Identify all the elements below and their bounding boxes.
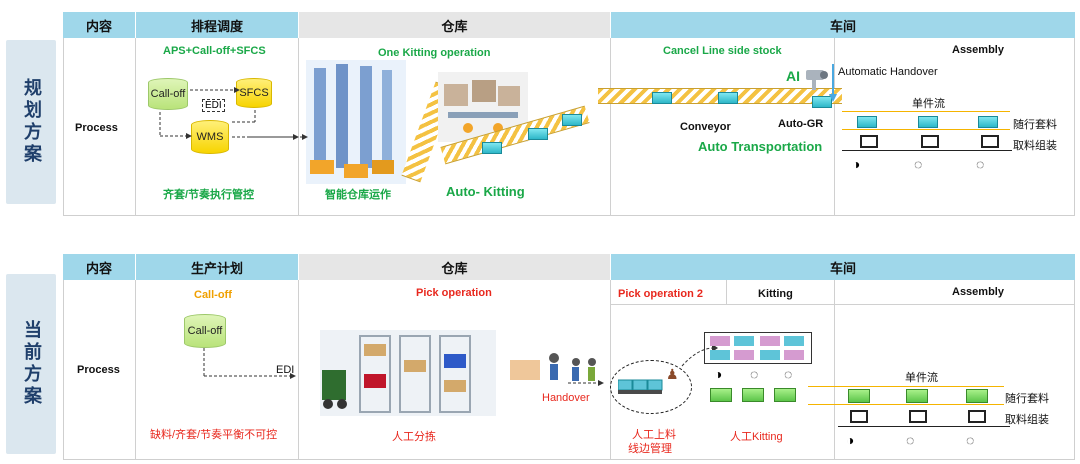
green-tote [966, 389, 988, 403]
top-header-warehouse: 仓库 [299, 12, 610, 38]
bottom-header-plan: 生产计划 [136, 254, 298, 280]
tote [562, 114, 582, 126]
schedule-caption: 齐套/节奏执行管控 [163, 189, 255, 201]
plan-caption: 缺料/齐套/节奏平衡不可控 [150, 429, 278, 441]
top-header-workshop: 车间 [611, 12, 1075, 38]
tote [978, 116, 998, 128]
wms-db: WMS [191, 120, 229, 154]
manual-loading-zone [610, 360, 692, 414]
bottom-process-row [63, 280, 1075, 460]
workstation-monitor-icon [909, 410, 927, 423]
bottom-header-workshop: 车间 [611, 254, 1075, 280]
operator-icon: ◑ [714, 366, 723, 382]
tote [528, 128, 548, 140]
workstation-monitor-icon [860, 135, 878, 148]
single-flow-bottom: 单件流 [905, 372, 938, 384]
auto-gr-label: Auto-GR [778, 118, 824, 130]
current-solution-label: 当前方案 [6, 274, 56, 454]
workstation-monitor-icon [850, 410, 868, 423]
auto-handover-label: Automatic Handover [838, 66, 938, 78]
pick-assemble-bottom: 取料组装 [1005, 414, 1049, 426]
edi-label-current: EDI [276, 364, 295, 376]
green-tote [710, 388, 732, 402]
auto-kitting-caption: Auto- Kitting [446, 184, 525, 199]
handover-scene [510, 353, 596, 381]
manual-load-caption-1: 人工上料 [632, 429, 676, 441]
sfcs-db: SFCS [236, 78, 272, 108]
handover-arrow-current [568, 380, 604, 386]
ai-label: AI [786, 68, 800, 84]
workstation-monitor-icon [968, 410, 986, 423]
auto-transport-label: Auto Transportation [698, 139, 823, 154]
kitting-rack-image [704, 332, 812, 364]
operator-icon: ♟ [666, 366, 679, 382]
workstation-monitor-icon [981, 135, 999, 148]
top-header-content: 内容 [63, 12, 135, 38]
operator-icon: ◑ [852, 156, 861, 172]
operator-icon: ◌ [784, 366, 793, 382]
aps-title: APS+Call-off+SFCS [163, 45, 266, 57]
tote [857, 116, 877, 128]
bottom-header-warehouse: 仓库 [299, 254, 610, 280]
manual-warehouse-image [320, 330, 496, 416]
bottom-process-label: Process [77, 364, 120, 376]
conveyor-label: Conveyor [680, 121, 731, 133]
warehouse-entry-arrow [250, 134, 308, 140]
operator-icon: ◑ [846, 432, 855, 448]
assembly-title-bottom: Assembly [952, 286, 1004, 298]
operator-icon: ◌ [750, 366, 759, 382]
operator-icon: ◌ [976, 156, 985, 172]
tote [918, 116, 938, 128]
follow-kit-top: 随行套料 [1013, 119, 1057, 131]
edi-box: EDI [202, 99, 225, 112]
planned-solution-label: 规划方案 [6, 40, 56, 204]
kitting-title-current: Kitting [758, 288, 793, 300]
top-header-schedule: 排程调度 [136, 12, 298, 38]
manual-sort-caption: 人工分拣 [392, 431, 436, 443]
operator-icon: ◌ [906, 432, 915, 448]
pick-assemble-top: 取料组装 [1013, 140, 1057, 152]
top-process-label: Process [75, 122, 118, 134]
bottom-header-content: 内容 [63, 254, 135, 280]
green-tote [774, 388, 796, 402]
tote [652, 92, 672, 104]
operator-icon: ◌ [914, 156, 923, 172]
tote [812, 96, 832, 108]
manual-kitting-caption: 人工Kitting [730, 431, 783, 443]
manual-load-caption-2: 线边管理 [628, 443, 672, 455]
assembly-title-top: Assembly [952, 44, 1004, 56]
single-flow-top: 单件流 [912, 98, 945, 110]
kitting-title: One Kitting operation [378, 47, 491, 59]
tote [718, 92, 738, 104]
handover-arrow [829, 64, 837, 102]
pallet-totes [618, 379, 663, 394]
workstation-monitor-icon [921, 135, 939, 148]
green-tote [848, 389, 870, 403]
call-off-db: Call-off [148, 78, 188, 110]
pick-op2-title: Pick operation 2 [618, 288, 703, 300]
smart-warehouse-caption: 智能仓库运作 [325, 189, 391, 201]
green-tote [906, 389, 928, 403]
call-off-edi-arrow [203, 348, 296, 379]
operator-icon: ◌ [966, 432, 975, 448]
green-tote [742, 388, 764, 402]
call-off-title: Call-off [194, 289, 232, 301]
pick-operation-title: Pick operation [416, 287, 492, 299]
handover-caption: Handover [542, 392, 590, 404]
automated-warehouse-image [306, 60, 406, 184]
call-off-db-current: Call-off [184, 314, 226, 348]
tote [482, 142, 502, 154]
cancel-line-title: Cancel Line side stock [663, 45, 782, 57]
follow-kit-bottom: 随行套料 [1005, 393, 1049, 405]
ai-camera-icon [806, 70, 828, 90]
